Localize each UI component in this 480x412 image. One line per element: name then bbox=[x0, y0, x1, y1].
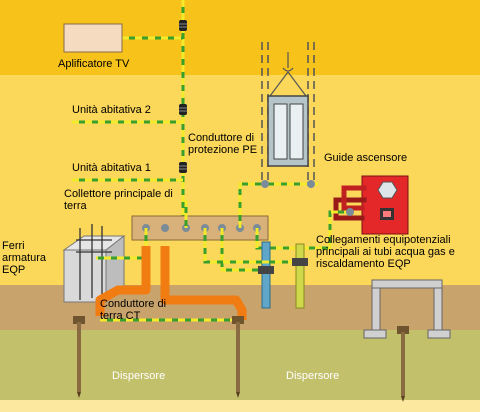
equipotential-label: Collegamenti equipotenziali principali a… bbox=[316, 234, 455, 270]
ground-rod-middle-icon bbox=[232, 316, 244, 398]
riser-clamp-unit-1 bbox=[179, 162, 187, 173]
riser-clamp-top bbox=[179, 20, 187, 31]
electrode-left-label: Dispersore bbox=[112, 370, 166, 382]
protection-conductor-label: Conduttore di protezione PE bbox=[188, 132, 258, 156]
rebar-label: Ferri armatura EQP bbox=[2, 240, 47, 276]
ground-rod-right-icon bbox=[397, 326, 409, 402]
unit-1-label: Unità abitativa 1 bbox=[72, 162, 151, 174]
electrode-right-label: Dispersore bbox=[286, 370, 340, 382]
heating-pipe bbox=[295, 243, 305, 309]
gas-bond-point bbox=[346, 208, 354, 216]
elevator-pit-bracket-icon bbox=[363, 279, 451, 339]
elevator-bond bbox=[238, 182, 318, 228]
gas-meter-icon bbox=[361, 175, 409, 235]
main-collector-bar bbox=[131, 215, 269, 241]
applicator-tv-label: Aplificatore TV bbox=[58, 58, 130, 70]
gas-pipes bbox=[333, 185, 367, 221]
water-pipe-bond bbox=[220, 228, 272, 272]
guide-bond-point-left bbox=[261, 180, 269, 188]
water-pipe bbox=[261, 241, 271, 309]
elevator-hoist bbox=[269, 52, 307, 97]
bottom-band bbox=[0, 400, 480, 412]
main-collector-label: Collettore principale di terra bbox=[64, 188, 173, 212]
riser-clamp-unit-2 bbox=[179, 104, 187, 115]
earth-conductor-ct bbox=[95, 246, 247, 320]
tv-amplifier-box-icon bbox=[63, 23, 123, 53]
guide-bond-point-right bbox=[307, 180, 315, 188]
unit-2-label: Unità abitativa 2 bbox=[72, 104, 151, 116]
gas-bond bbox=[255, 210, 350, 250]
ground-rod-left-icon bbox=[73, 316, 85, 398]
heating-pipe-clamp-icon bbox=[292, 258, 308, 266]
elevator-cabin-icon bbox=[267, 95, 309, 167]
water-pipe-clamp-icon bbox=[258, 266, 274, 274]
elevator-guides-label: Guide ascensore bbox=[324, 152, 408, 164]
heating-pipe-bond bbox=[203, 228, 300, 264]
earth-conductor-label: Conduttore di terra CT bbox=[100, 298, 167, 322]
